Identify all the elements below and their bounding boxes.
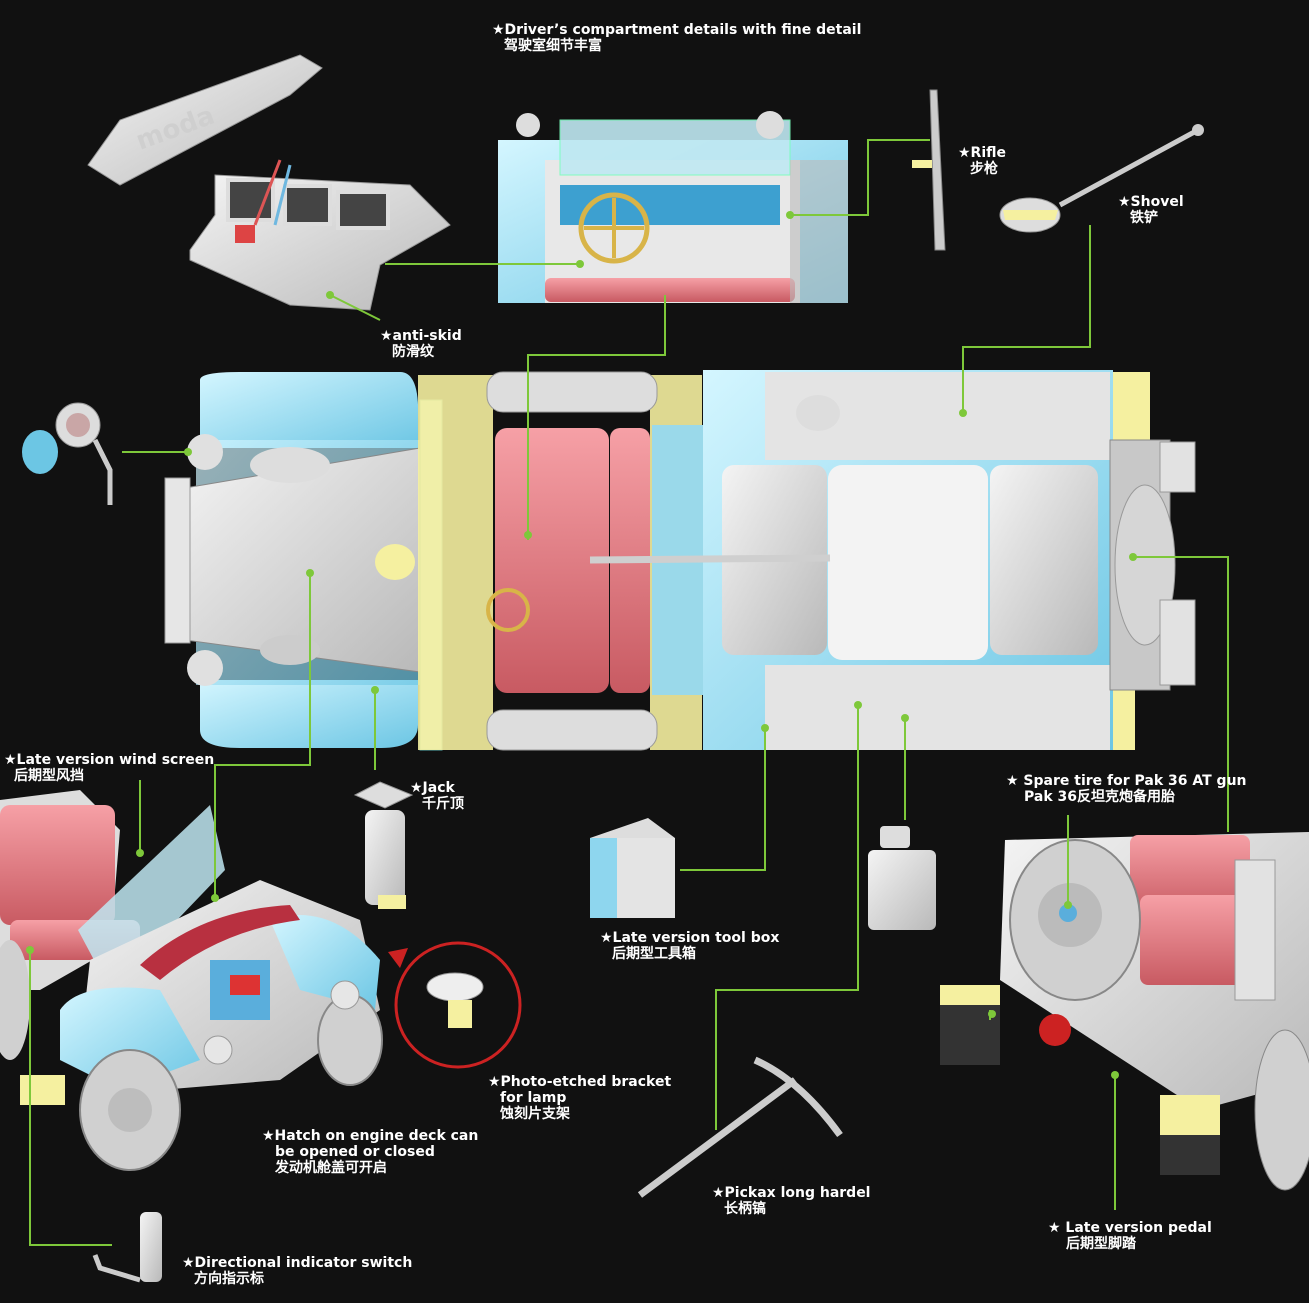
floor-pan-part [189,159,451,311]
driver-compartment-inset [498,111,848,303]
vehicle-rear-three-quarter-view [940,832,1309,1191]
shovel-part [999,124,1204,233]
bracket-detail-callout [388,941,522,1069]
headlamp-part [22,402,113,505]
jack-part [353,781,414,909]
vehicle-top-view [164,370,1196,751]
leader-dots [26,211,1137,1079]
callout-wind-screen: ★Late version wind screen 后期型风挡 [4,752,215,784]
callout-hatch: ★Hatch on engine deck can be opened or c… [262,1128,479,1176]
leader-lines [29,139,1229,1246]
callout-pedal: ★ Late version pedal 后期型脚踏 [1048,1220,1212,1252]
callout-anti-skid: ★anti-skid 防滑纹 [380,328,462,360]
callout-jack: ★Jack 千斤顶 [410,780,464,812]
pickax-part [637,1056,843,1198]
callout-spare-tire: ★ Spare tire for Pak 36 AT gun Pak 36反坦克… [1006,773,1247,805]
vehicle-front-three-quarter-view [0,790,383,1171]
callout-tool-box: ★Late version tool box 后期型工具箱 [600,930,780,962]
callout-bracket: ★Photo-etched bracket for lamp 蚀刻片支架 [488,1074,672,1122]
indicator-switch-part [92,1212,162,1283]
callout-rifle: ★Rifle 步枪 [958,145,1007,177]
callout-shovel: ★Shovel 铁铲 [1118,194,1184,226]
jerrycan-part [868,826,936,930]
rifle-part [912,89,946,251]
callout-pickax: ★Pickax long hardel 长柄镐 [712,1185,871,1217]
front-panel-part: moda [87,54,323,186]
callout-driver-compartment: ★Driver’s compartment details with fine … [492,22,862,54]
callout-indicator-switch: ★Directional indicator switch 方向指示标 [182,1255,413,1287]
tool-box-part [590,818,675,918]
